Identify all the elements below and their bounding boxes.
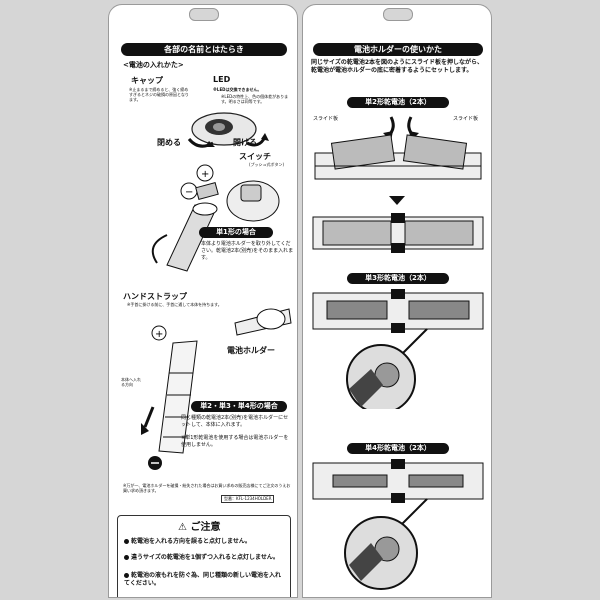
close-label: 閉める xyxy=(157,138,181,147)
insert-subtitle: <電池の入れかた> xyxy=(123,61,184,69)
slide-left-label: スライド板 xyxy=(313,116,339,122)
tan234-text: 同じ種類の乾電池2本(別売)を電池ホルダーにセットして、本体に入れます。 xyxy=(181,415,289,428)
holder-intro: 同じサイズの乾電池2本を図のようにスライド板を押しながら、乾電池が電池ホルダーの… xyxy=(311,59,483,74)
led-note: ※LEDは交換できません。 xyxy=(213,87,262,92)
holder-title: 電池ホルダーの使いかた xyxy=(313,43,483,56)
tan4-holder xyxy=(312,459,484,590)
tan2-holder-closed xyxy=(312,213,484,253)
left-panel: 各部の名前とはたらき <電池の入れかた> キャップ ※止まるまで締めると、強く締… xyxy=(108,4,298,598)
battery-holder-illustration: + xyxy=(141,325,198,470)
notice-item: 乾電池を入れる方向を誤ると点灯しません。 xyxy=(124,538,286,546)
tan4-label: 単4形乾電池（2本） xyxy=(347,443,449,454)
footer-note: ※万が一、電池ホルダーを破損・紛失された場合はお買い求めの販売店様にてご注文のう… xyxy=(123,483,291,493)
notice-box: ⚠ ご注意 乾電池を入れる方向を誤ると点灯しません。 違うサイズの乾電池を1個ず… xyxy=(117,515,291,597)
notice-item: 乾電池の液もれを防ぐ為、同じ種類の新しい電池を入れてください。 xyxy=(124,572,282,587)
strap-illustration xyxy=(234,308,292,336)
svg-text:+: + xyxy=(201,169,209,180)
led-note-2: ※LEDの特性上、色の個体差があります。明るさは同等です。 xyxy=(221,94,289,104)
down-arrow-icon xyxy=(389,196,405,205)
cap-illustration xyxy=(187,112,269,148)
insert-direction-note: 本体へ入れる方向 xyxy=(121,377,141,387)
cap-label: キャップ xyxy=(131,76,163,85)
switch-label: スイッチ xyxy=(239,152,271,161)
tan234-note: ※単1形乾電池を使用する場合は電池ホルダーを使用しません。 xyxy=(181,435,289,448)
flashlight-illustration: + − xyxy=(151,164,280,272)
hang-hole xyxy=(383,8,413,21)
model-label: 型番：KFL-1234HOLDER xyxy=(221,495,275,503)
section-title: 各部の名前とはたらき xyxy=(121,43,287,56)
open-label: 開ける xyxy=(233,138,257,147)
notice-title: ご注意 xyxy=(190,522,221,533)
strap-label: ハンドストラップ xyxy=(123,292,187,301)
right-panel: 電池ホルダーの使いかた 同じサイズの乾電池2本を図のようにスライド板を押しながら… xyxy=(302,4,492,598)
led-label: LED xyxy=(213,75,231,84)
svg-text:+: + xyxy=(155,329,163,340)
strap-note: ※手首に掛ける前に、手首に通して本体を持ちます。 xyxy=(127,302,222,307)
tan2-label: 単2形乾電池（2本） xyxy=(347,97,449,108)
cap-note: ※止まるまで締めると、強く締めすぎるとネジの破損の原因となります。 xyxy=(129,87,189,102)
tan3-holder xyxy=(312,289,484,409)
holder-label: 電池ホルダー xyxy=(227,346,275,355)
slide-right-label: スライド板 xyxy=(453,116,479,122)
warning-icon: ⚠ xyxy=(178,522,187,533)
hang-hole xyxy=(189,8,219,21)
tan2-holder-open xyxy=(314,116,482,180)
notice-title-row: ⚠ ご注意 xyxy=(178,518,220,533)
tan1-heading: 単1形の場合 xyxy=(199,227,273,238)
tan234-heading: 単2・単3・単4形の場合 xyxy=(191,401,287,412)
tan1-text: 本体より電池ホルダーを取り外してください。乾電池2本(別売)をそのまま入れます。 xyxy=(201,241,294,261)
notice-item: 違うサイズの乾電池を1個ずつ入れると点灯しません。 xyxy=(124,554,286,562)
switch-note: (プッシュ式ボタン) xyxy=(249,162,285,167)
tan3-label: 単3形乾電池（2本） xyxy=(347,273,449,284)
svg-text:−: − xyxy=(185,187,193,198)
